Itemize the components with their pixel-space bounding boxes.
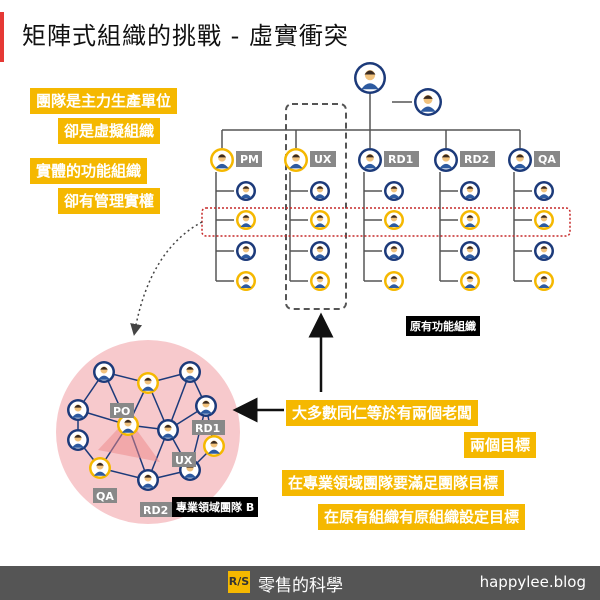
member-ux-1 <box>310 181 330 201</box>
team-member-2 <box>137 372 159 394</box>
svg-text:UX: UX <box>314 153 332 166</box>
team-member-11 <box>203 435 225 457</box>
column-label-rd2: RD2 <box>460 151 495 167</box>
member-rd2-1 <box>460 181 480 201</box>
people-layer <box>67 62 554 491</box>
svg-text:QA: QA <box>96 490 114 503</box>
team-role-label-rd1: RD1 <box>192 420 225 435</box>
callout-team-main-unit: 團隊是主力生產單位 <box>30 88 178 114</box>
team-member-7 <box>195 395 217 417</box>
team-member-8 <box>89 457 111 479</box>
column-lines <box>215 172 532 282</box>
team-member-4 <box>67 399 89 421</box>
callout-two-bosses: 大多數同仁等於有兩個老闆 <box>286 400 479 426</box>
member-rd1-3 <box>384 241 404 261</box>
title-accent-bar <box>0 12 4 62</box>
member-rd1-1 <box>384 181 404 201</box>
column-label-ux: UX <box>310 151 336 167</box>
member-rd2-4 <box>460 271 480 291</box>
svg-text:PM: PM <box>240 153 259 166</box>
member-qa-1 <box>534 181 554 201</box>
ux-column-dashed-box <box>285 103 347 310</box>
callout-virtual-org: 卻是虛擬組織 <box>58 118 161 144</box>
member-ux-3 <box>310 241 330 261</box>
column-label-rd1: RD1 <box>384 151 419 167</box>
footer-brand-name: 零售的科學 <box>258 576 343 596</box>
column-head-rd2 <box>434 148 458 172</box>
callout-management-power: 卻有管理實權 <box>58 188 161 214</box>
team-member-1 <box>93 361 115 383</box>
member-pm-1 <box>236 181 256 201</box>
team-member-12 <box>67 429 89 451</box>
svg-text:RD2: RD2 <box>143 504 168 517</box>
team-member-6 <box>157 419 179 441</box>
page-title: 矩陣式組織的挑戰 - 虛實衝突 <box>22 22 349 50</box>
team-member-3 <box>179 361 201 383</box>
column-label-pm: PM <box>236 151 262 167</box>
svg-text:RD1: RD1 <box>388 153 413 166</box>
team-role-label-rd2: RD2 <box>140 502 173 517</box>
callout-org-goals: 在原有組織有原組織設定目標 <box>318 504 526 530</box>
member-rd2-2 <box>460 210 480 230</box>
column-head-ux <box>284 148 308 172</box>
column-head-pm <box>210 148 234 172</box>
svg-text:RD1: RD1 <box>195 422 220 435</box>
member-pm-4 <box>236 271 256 291</box>
org-tree-lines <box>221 92 521 148</box>
row-to-team-connector <box>130 221 203 336</box>
team-role-label-ux: UX <box>172 452 196 467</box>
svg-text:UX: UX <box>175 454 193 467</box>
member-ux-4 <box>310 271 330 291</box>
callout-two-goals: 兩個目標 <box>464 432 537 458</box>
callout-functional-org: 實體的功能組織 <box>30 158 148 184</box>
team-member-5 <box>117 414 139 436</box>
svg-text:RD2: RD2 <box>464 153 489 166</box>
member-rd1-2 <box>384 210 404 230</box>
team-role-label-po: PO <box>110 403 134 418</box>
member-rd2-3 <box>460 241 480 261</box>
team-role-label-qa: QA <box>93 488 117 503</box>
member-pm-3 <box>236 241 256 261</box>
manager-second-person <box>414 88 442 116</box>
label-domain-team: 專業領域團隊 B <box>172 497 259 517</box>
team-highlight-triangle <box>98 418 160 462</box>
footer-logo: R/S <box>228 571 250 593</box>
team-member-9 <box>137 469 159 491</box>
member-qa-2 <box>534 210 554 230</box>
column-head-rd1 <box>358 148 382 172</box>
column-label-qa: QA <box>534 151 560 167</box>
member-qa-3 <box>534 241 554 261</box>
member-ux-2 <box>310 210 330 230</box>
footer-site-url: happylee.blog <box>479 573 586 591</box>
member-qa-4 <box>534 271 554 291</box>
member-pm-2 <box>236 210 256 230</box>
svg-text:QA: QA <box>538 153 556 166</box>
footer-bar <box>0 566 600 600</box>
svg-text:PO: PO <box>113 405 130 418</box>
manager-top-person <box>354 62 386 94</box>
callout-team-goals: 在專業領域團隊要滿足團隊目標 <box>282 470 505 496</box>
member-rd1-4 <box>384 271 404 291</box>
column-head-qa <box>508 148 532 172</box>
label-original-org: 原有功能組織 <box>406 316 480 336</box>
